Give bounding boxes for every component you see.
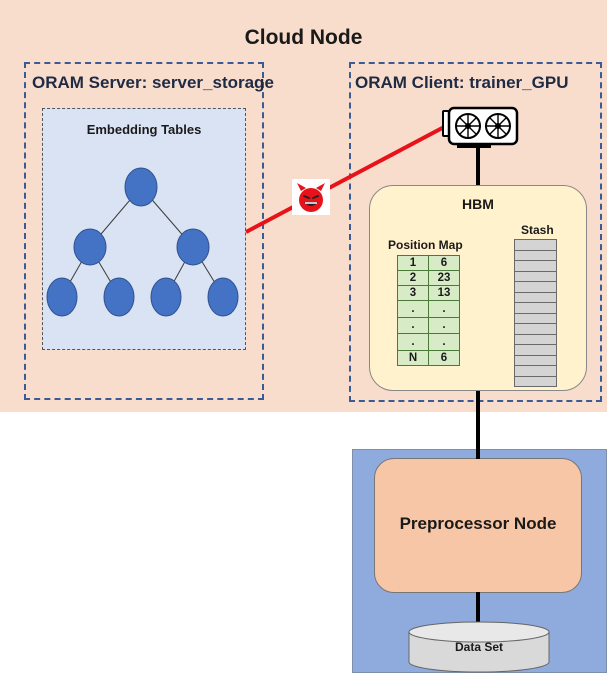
position-map-title: Position Map bbox=[388, 238, 463, 252]
position-map-value: . bbox=[428, 316, 460, 334]
position-map-row: .. bbox=[397, 316, 460, 334]
position-map-value: 13 bbox=[428, 285, 460, 301]
cloud-node-title: Cloud Node bbox=[244, 26, 363, 49]
position-map-key: N bbox=[397, 349, 429, 366]
tree-leaf-2 bbox=[103, 277, 135, 317]
tree-leaf-1 bbox=[46, 277, 78, 317]
preprocessor-node bbox=[374, 458, 582, 593]
hbm-title: HBM bbox=[462, 196, 494, 212]
position-map-value: . bbox=[428, 300, 460, 318]
gpu-card-icon bbox=[442, 106, 519, 148]
stash-title: Stash bbox=[521, 223, 554, 237]
position-map-value: 6 bbox=[428, 349, 460, 366]
position-map-row: .. bbox=[397, 300, 460, 318]
tree-node-left bbox=[73, 228, 107, 266]
position-map-row: .. bbox=[397, 333, 460, 351]
position-map-key: . bbox=[397, 300, 429, 318]
attack-link bbox=[245, 124, 447, 234]
position-map-key: . bbox=[397, 316, 429, 334]
preprocessor-node-label: Preprocessor Node bbox=[399, 514, 557, 533]
position-map-key: . bbox=[397, 333, 429, 351]
dataset-label: Data Set bbox=[454, 640, 504, 654]
tree-leaf-3 bbox=[150, 277, 182, 317]
position-map-value: 6 bbox=[428, 255, 460, 271]
embedding-tables-title: Embedding Tables bbox=[86, 122, 202, 137]
tree-node-root bbox=[124, 167, 158, 207]
position-map-value: . bbox=[428, 333, 460, 351]
oram-server-title: ORAM Server: server_storage bbox=[32, 73, 274, 92]
position-map-key: 2 bbox=[397, 270, 429, 286]
oram-client-box bbox=[349, 62, 602, 402]
dataset-cylinder bbox=[408, 621, 550, 673]
stash-slot bbox=[514, 375, 557, 387]
oram-client-title: ORAM Client: trainer_GPU bbox=[355, 73, 569, 92]
tree-node-right bbox=[176, 228, 210, 266]
position-map-key: 1 bbox=[397, 255, 429, 271]
oram-server-box bbox=[24, 62, 264, 400]
position-map-value: 23 bbox=[428, 270, 460, 286]
position-map-key: 3 bbox=[397, 285, 429, 301]
stash-stack bbox=[514, 239, 557, 387]
tree-leaf-4 bbox=[207, 277, 239, 317]
devil-face-icon bbox=[292, 179, 330, 215]
